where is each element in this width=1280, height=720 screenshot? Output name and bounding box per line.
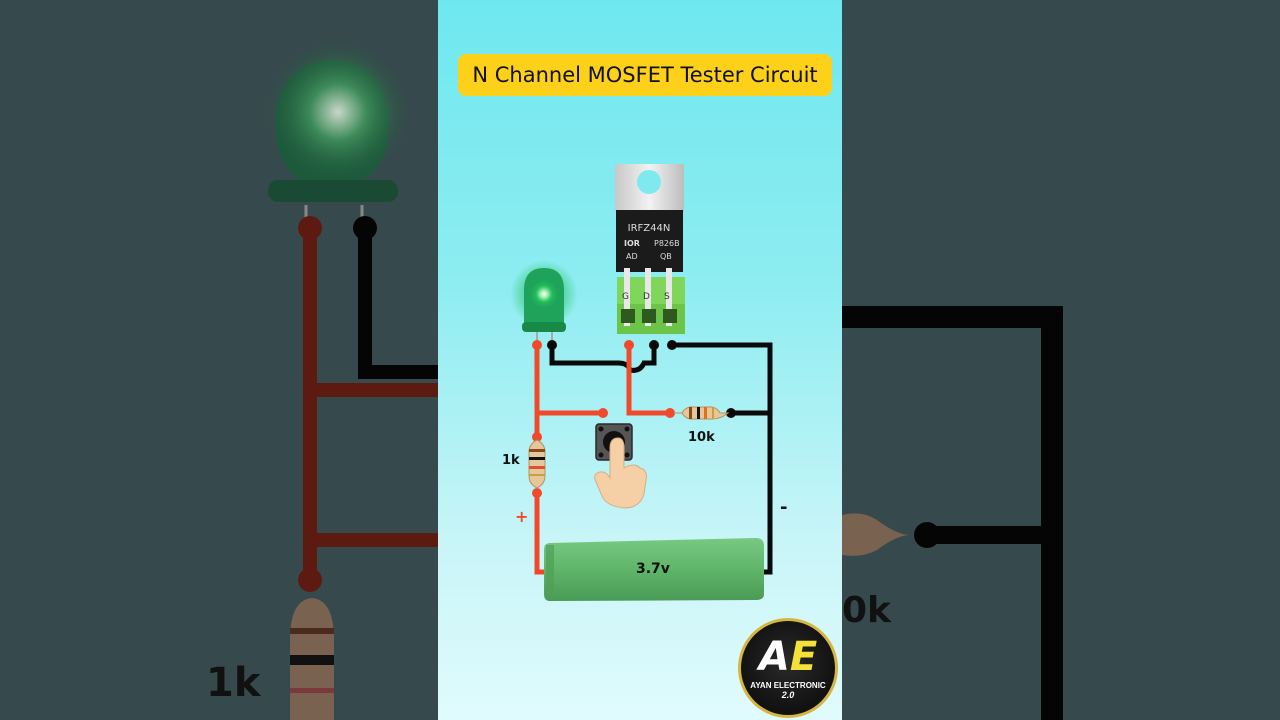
wire-negative (549, 342, 773, 575)
led-zoomed-icon (268, 42, 408, 225)
right-resistor-label: 0k (842, 590, 891, 631)
logo-brand: AYAN ELECTRONIC (750, 680, 826, 690)
resistor-10k-label: 10k (688, 430, 715, 445)
resistor-10k-icon (674, 406, 730, 420)
svg-text:P826B: P826B (654, 239, 680, 248)
battery-negative-sign: - (780, 497, 788, 518)
svg-text:AD: AD (626, 252, 638, 261)
wire-positive-zoomed (298, 216, 438, 592)
mosfet-icon: IRFZ44N IOR P826B AD QB (615, 164, 684, 272)
pointing-hand-icon (594, 437, 647, 509)
channel-logo: AE AYAN ELECTRONIC 2.0 (738, 618, 838, 718)
terminal-block-icon: G D S (617, 268, 685, 334)
svg-text:S: S (664, 292, 670, 302)
left-resistor-label: 1k (206, 660, 261, 706)
wire-negative-zoomed (353, 216, 438, 379)
resistor-1k-label: 1k (502, 453, 520, 468)
circuit-diagram: IRFZ44N IOR P826B AD QB G D S (510, 164, 773, 601)
resistor-1k-icon (528, 439, 546, 489)
right-zoom-circuit (842, 306, 1063, 720)
main-circuit-panel: N Channel MOSFET Tester Circuit (438, 0, 842, 720)
resistor-10k-zoomed-icon (842, 513, 910, 556)
wire-positive (534, 345, 670, 575)
battery-voltage-label: 3.7v (636, 561, 670, 577)
logo-version: 2.0 (781, 689, 795, 700)
left-zoom-circuit (268, 42, 438, 720)
battery-icon (544, 538, 764, 601)
svg-text:D: D (643, 292, 650, 302)
logo-initials: AE (758, 633, 818, 680)
page-title: N Channel MOSFET Tester Circuit (458, 54, 832, 96)
svg-text:QB: QB (660, 252, 672, 261)
led-icon (510, 260, 578, 342)
mosfet-part-number: IRFZ44N (628, 223, 671, 234)
right-zoom-panel: 0k (842, 0, 1280, 720)
svg-text:IOR: IOR (624, 239, 640, 248)
battery-positive-sign: + (515, 507, 529, 526)
left-zoom-panel: 1k (0, 0, 438, 720)
svg-text:G: G (622, 292, 629, 302)
resistor-1k-zoomed-icon (290, 598, 334, 720)
